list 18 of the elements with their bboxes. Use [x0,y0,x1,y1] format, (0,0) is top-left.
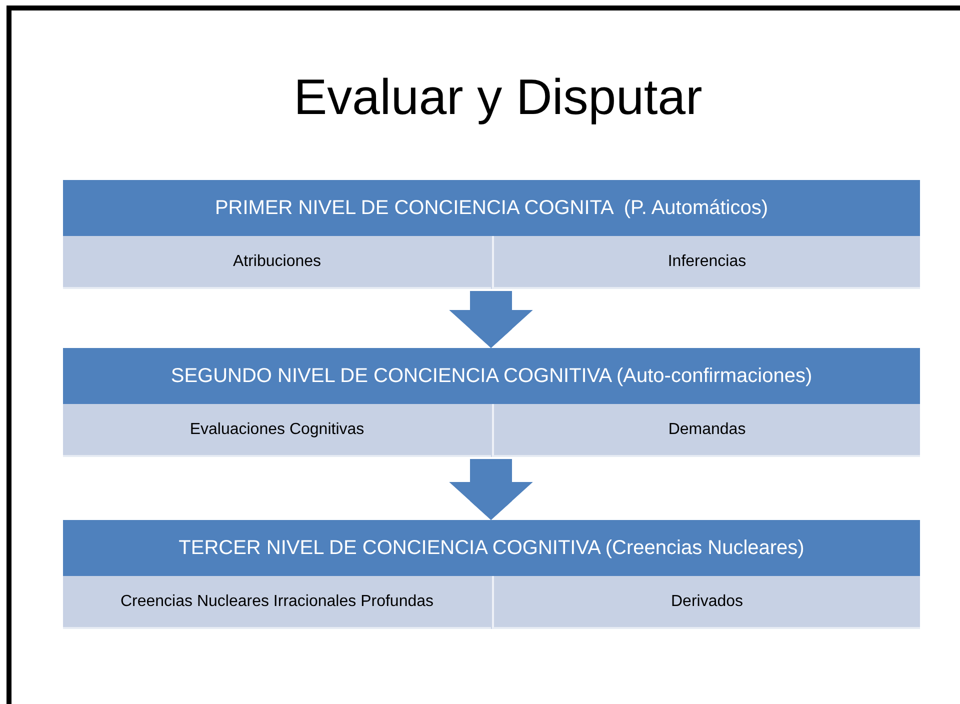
cell-text: Derivados [670,592,744,610]
cell-text: Atribuciones [232,252,322,270]
level-heading: PRIMER NIVEL DE CONCIENCIA COGNITA (P. Automáticos) [214,196,768,220]
level-panel [63,180,920,289]
cell-text: Demandas [668,420,746,438]
level-heading: TERCER NIVEL DE CONCIENCIA COGNITIVA (Creencias Nucleares) [178,536,804,560]
cell-text: Creencias Nucleares Irracionales Profundas [120,592,434,610]
down-arrow [449,459,533,520]
category-cell [492,404,920,457]
cell-text: Inferencias [668,252,746,270]
level-panel [63,348,920,457]
slide-title: Evaluar y Disputar [292,68,704,126]
cell-text: Evaluaciones Cognitivas [190,420,364,438]
level-heading: SEGUNDO NIVEL DE CONCIENCIA COGNITIVA (Auto-confirmaciones) [170,364,812,388]
down-arrow [449,291,533,348]
category-cell [492,576,920,629]
category-cell [492,236,920,289]
level-panel [63,520,920,629]
